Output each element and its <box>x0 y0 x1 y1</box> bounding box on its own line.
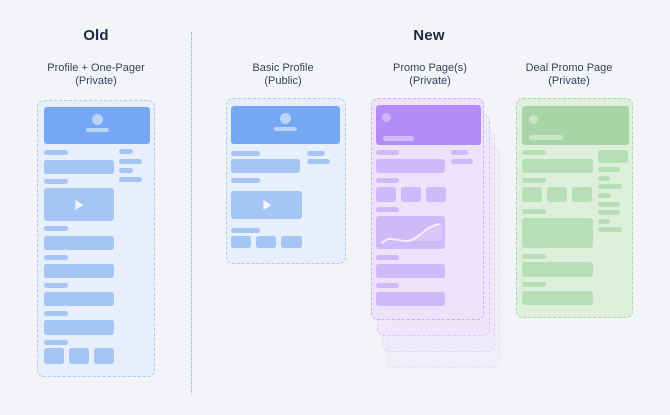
skeleton-label <box>522 254 546 259</box>
old-profile-card <box>37 100 155 377</box>
section-divider <box>191 32 192 394</box>
skeleton-bar <box>522 262 593 277</box>
skeleton-chip <box>44 348 64 364</box>
skeleton-label <box>231 151 260 156</box>
image-placeholder <box>522 218 593 248</box>
logo-dot-icon <box>382 113 391 122</box>
play-icon <box>75 199 84 210</box>
column-subtitle: (Private) <box>548 74 590 87</box>
skeleton-label <box>231 178 260 183</box>
column-subtitle: (Private) <box>409 74 451 87</box>
skeleton-chip <box>256 236 276 248</box>
card-header-block <box>231 106 340 144</box>
skeleton-bar <box>451 150 468 155</box>
column-title: Profile + One-Pager <box>47 62 145 74</box>
column-title: Promo Page(s) <box>393 62 467 74</box>
skeleton-button <box>598 150 628 163</box>
skeleton-chip <box>522 187 542 202</box>
skeleton-chip <box>69 348 89 364</box>
skeleton-label <box>522 209 546 214</box>
skeleton-bar <box>119 159 142 164</box>
skeleton-bar <box>598 193 611 198</box>
skeleton-bar <box>598 176 610 181</box>
play-icon <box>262 200 271 210</box>
skeleton-label <box>44 179 68 184</box>
card-header-block <box>522 106 629 145</box>
skeleton-label <box>376 150 399 155</box>
column-subtitle: (Public) <box>264 74 302 87</box>
skeleton-bar <box>376 159 445 173</box>
skeleton-bar <box>522 159 593 173</box>
column-label-promo-pages: Promo Page(s) (Private) <box>355 62 505 87</box>
skeleton-bar <box>119 149 133 154</box>
skeleton-label <box>522 150 546 155</box>
user-avatar-icon <box>231 113 340 131</box>
skeleton-bar <box>598 227 622 232</box>
header-title-bar <box>383 136 414 141</box>
skeleton-label <box>44 255 68 260</box>
skeleton-chip <box>281 236 302 248</box>
skeleton-bar <box>44 292 114 306</box>
header-title-bar <box>529 135 563 140</box>
skeleton-chip <box>376 187 396 202</box>
skeleton-bar <box>522 291 593 305</box>
old-heading: Old <box>83 27 109 44</box>
chart-placeholder <box>376 216 445 249</box>
skeleton-bar <box>44 236 114 250</box>
skeleton-bar <box>307 151 325 156</box>
column-label-deal-promo: Deal Promo Page (Private) <box>494 62 644 87</box>
skeleton-label <box>522 282 546 287</box>
skeleton-label <box>376 178 399 183</box>
skeleton-label <box>44 311 68 316</box>
card-header-block <box>376 105 481 145</box>
skeleton-label <box>44 340 68 345</box>
column-label-old-profile: Profile + One-Pager (Private) <box>17 62 175 87</box>
skeleton-chip <box>401 187 421 202</box>
logo-dot-icon <box>529 115 538 124</box>
new-heading: New <box>413 27 445 44</box>
skeleton-chip <box>426 187 446 202</box>
column-title: Basic Profile <box>252 62 314 74</box>
skeleton-bar <box>307 159 330 164</box>
skeleton-bar <box>119 177 142 182</box>
user-avatar-icon <box>44 114 150 132</box>
skeleton-bar <box>376 292 445 306</box>
skeleton-label <box>376 283 399 288</box>
skeleton-bar <box>598 219 610 224</box>
skeleton-bar <box>44 160 114 174</box>
skeleton-bar <box>376 264 445 278</box>
skeleton-bar <box>598 167 620 172</box>
skeleton-bar <box>44 264 114 278</box>
column-title: Deal Promo Page <box>525 62 613 74</box>
column-label-basic-profile: Basic Profile (Public) <box>208 62 358 87</box>
skeleton-chip <box>231 236 251 248</box>
card-header-block <box>44 107 150 144</box>
promo-page-card <box>371 98 484 320</box>
skeleton-label <box>44 150 68 155</box>
skeleton-bar <box>44 320 114 335</box>
deal-promo-card <box>516 98 633 318</box>
skeleton-label <box>231 228 260 233</box>
skeleton-bar <box>598 202 620 207</box>
basic-profile-card <box>226 98 346 264</box>
skeleton-chip <box>94 348 114 364</box>
skeleton-label <box>44 226 68 231</box>
skeleton-bar <box>598 210 620 215</box>
skeleton-bar <box>598 184 622 189</box>
line-chart-icon <box>381 223 442 244</box>
skeleton-chip <box>572 187 592 202</box>
skeleton-bar <box>231 159 300 173</box>
video-placeholder <box>44 188 114 221</box>
skeleton-label <box>522 178 546 183</box>
skeleton-label <box>376 255 399 260</box>
column-subtitle: (Private) <box>75 74 117 87</box>
skeleton-bar <box>451 159 473 164</box>
video-placeholder <box>231 191 302 219</box>
skeleton-label <box>376 207 399 212</box>
skeleton-bar <box>119 168 133 173</box>
skeleton-chip <box>547 187 567 202</box>
skeleton-label <box>44 283 68 288</box>
